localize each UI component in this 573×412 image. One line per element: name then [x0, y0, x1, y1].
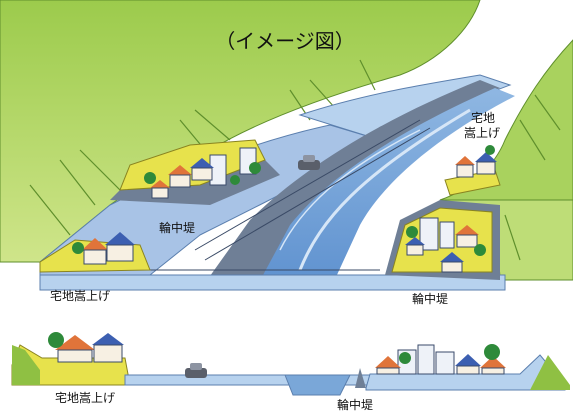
- label-ring-levee-upper: 輪中堤: [159, 220, 195, 235]
- road-line: [194, 119, 421, 251]
- river-embankment: [200, 80, 500, 290]
- village-upper-right: [455, 145, 497, 178]
- cross-section: [11, 332, 570, 396]
- raised-land-center: [119, 139, 266, 191]
- river-highlight-2: [279, 129, 421, 251]
- village-center: [144, 147, 261, 199]
- river-channel: [255, 88, 515, 290]
- village-left: [72, 232, 135, 265]
- diagram-title: （イメージ図）: [215, 29, 355, 53]
- ground-front: [39, 274, 506, 291]
- river-highlight: [298, 108, 471, 271]
- car-icon: [298, 155, 320, 170]
- label-raised-land-upper-right-2: 嵩上げ: [464, 126, 500, 140]
- label-raised-land-upper-right-1: 宅地: [471, 110, 495, 125]
- label-raised-land-section: 宅地嵩上げ: [55, 390, 115, 405]
- road-line: [204, 127, 431, 261]
- label-ring-levee-lower-right: 輪中堤: [412, 291, 448, 306]
- label-ring-levee-section: 輪中堤: [337, 397, 373, 412]
- label-raised-land-upper-left: 宅地嵩上げ: [50, 288, 110, 303]
- village-right: [405, 217, 486, 273]
- hill-strokes: [29, 59, 561, 261]
